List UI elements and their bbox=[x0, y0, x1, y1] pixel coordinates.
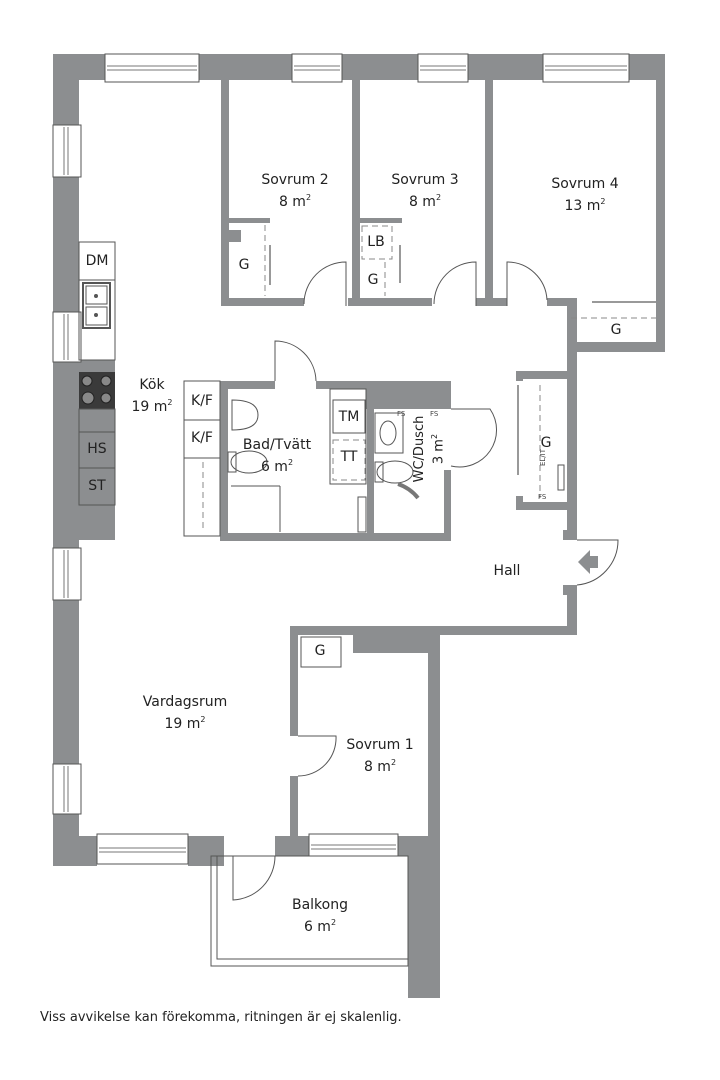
kf-label-1: K/F bbox=[191, 393, 213, 409]
fs-label-hall: FS bbox=[538, 493, 547, 501]
room-name: Sovrum 1 bbox=[346, 737, 414, 753]
room-sovrum1: Sovrum 1 8 m2 bbox=[330, 737, 430, 776]
room-name: Vardagsrum bbox=[142, 694, 228, 710]
walls bbox=[53, 54, 665, 998]
room-wc-dusch: WC/Dusch 3 m2 bbox=[412, 409, 447, 489]
room-name: WC/Dusch bbox=[412, 415, 427, 483]
bathroom-fixtures bbox=[227, 388, 420, 533]
room-area: 6 m bbox=[260, 459, 288, 475]
room-vardagsrum: Vardagsrum 19 m2 bbox=[125, 694, 245, 733]
room-name: Sovrum 3 bbox=[391, 172, 459, 188]
room-area: 8 m bbox=[363, 759, 391, 775]
room-name: Bad/Tvätt bbox=[242, 437, 312, 453]
fs-label-wc-1: FS bbox=[397, 410, 406, 418]
room-area: 8 m bbox=[278, 194, 306, 210]
area-unit-sup: 2 bbox=[435, 193, 442, 202]
area-unit-sup: 2 bbox=[167, 398, 173, 407]
wardrobe-label-sovrum1: G bbox=[314, 643, 326, 659]
kitchen-counter bbox=[78, 241, 221, 537]
wardrobe-label-hall: G bbox=[540, 435, 552, 451]
room-balkong: Balkong 6 m2 bbox=[270, 897, 370, 936]
cabinet-label: ST bbox=[88, 478, 106, 494]
balcony bbox=[210, 855, 409, 967]
dryer-label: TT bbox=[340, 449, 358, 465]
linen-closet-label: LB bbox=[367, 234, 385, 250]
wardrobe-label-sovrum2: G bbox=[238, 257, 250, 273]
kf-label-2: K/F bbox=[191, 430, 213, 446]
room-bad-tvatt: Bad/Tvätt 6 m2 bbox=[222, 437, 332, 476]
room-hall: Hall bbox=[487, 563, 527, 580]
washing-machine-label: TM bbox=[338, 409, 360, 425]
wardrobe-label-sovrum3: G bbox=[367, 272, 379, 288]
room-area: 6 m bbox=[303, 919, 331, 935]
fridge-freezer-label: HS bbox=[87, 441, 107, 457]
room-sovrum3: Sovrum 3 8 m2 bbox=[370, 172, 480, 211]
room-name: Balkong bbox=[291, 897, 348, 913]
room-name: Kök bbox=[139, 377, 165, 393]
area-unit-sup: 2 bbox=[305, 193, 312, 202]
area-unit-sup: 2 bbox=[390, 758, 397, 767]
wardrobe-label-sovrum4: G bbox=[610, 322, 622, 338]
room-name: Sovrum 2 bbox=[261, 172, 329, 188]
area-unit-sup: 2 bbox=[600, 197, 606, 206]
electrical-it-label: EL/IT bbox=[539, 448, 547, 466]
area-unit-sup: 2 bbox=[200, 715, 206, 724]
area-unit-sup: 2 bbox=[287, 458, 294, 467]
room-name: Sovrum 4 bbox=[551, 176, 619, 192]
doors bbox=[232, 261, 619, 901]
room-area: 19 m bbox=[131, 399, 168, 415]
fs-label-wc-2: FS bbox=[430, 410, 439, 418]
windows bbox=[52, 53, 630, 865]
room-kok: Kök 19 m2 bbox=[122, 377, 182, 416]
area-unit-sup: 2 bbox=[430, 433, 439, 440]
dishwasher-label: DM bbox=[85, 253, 109, 269]
room-name: Hall bbox=[493, 563, 521, 579]
room-sovrum4: Sovrum 4 13 m2 bbox=[530, 176, 640, 215]
area-unit-sup: 2 bbox=[330, 918, 337, 927]
room-area: 19 m bbox=[164, 716, 201, 732]
disclaimer-note: Viss avvikelse kan förekomma, ritningen … bbox=[40, 1010, 402, 1025]
closets bbox=[264, 225, 656, 668]
room-sovrum2: Sovrum 2 8 m2 bbox=[240, 172, 350, 211]
room-area: 13 m bbox=[564, 198, 601, 214]
room-area: 8 m bbox=[408, 194, 436, 210]
room-area: 3 m bbox=[431, 439, 447, 465]
